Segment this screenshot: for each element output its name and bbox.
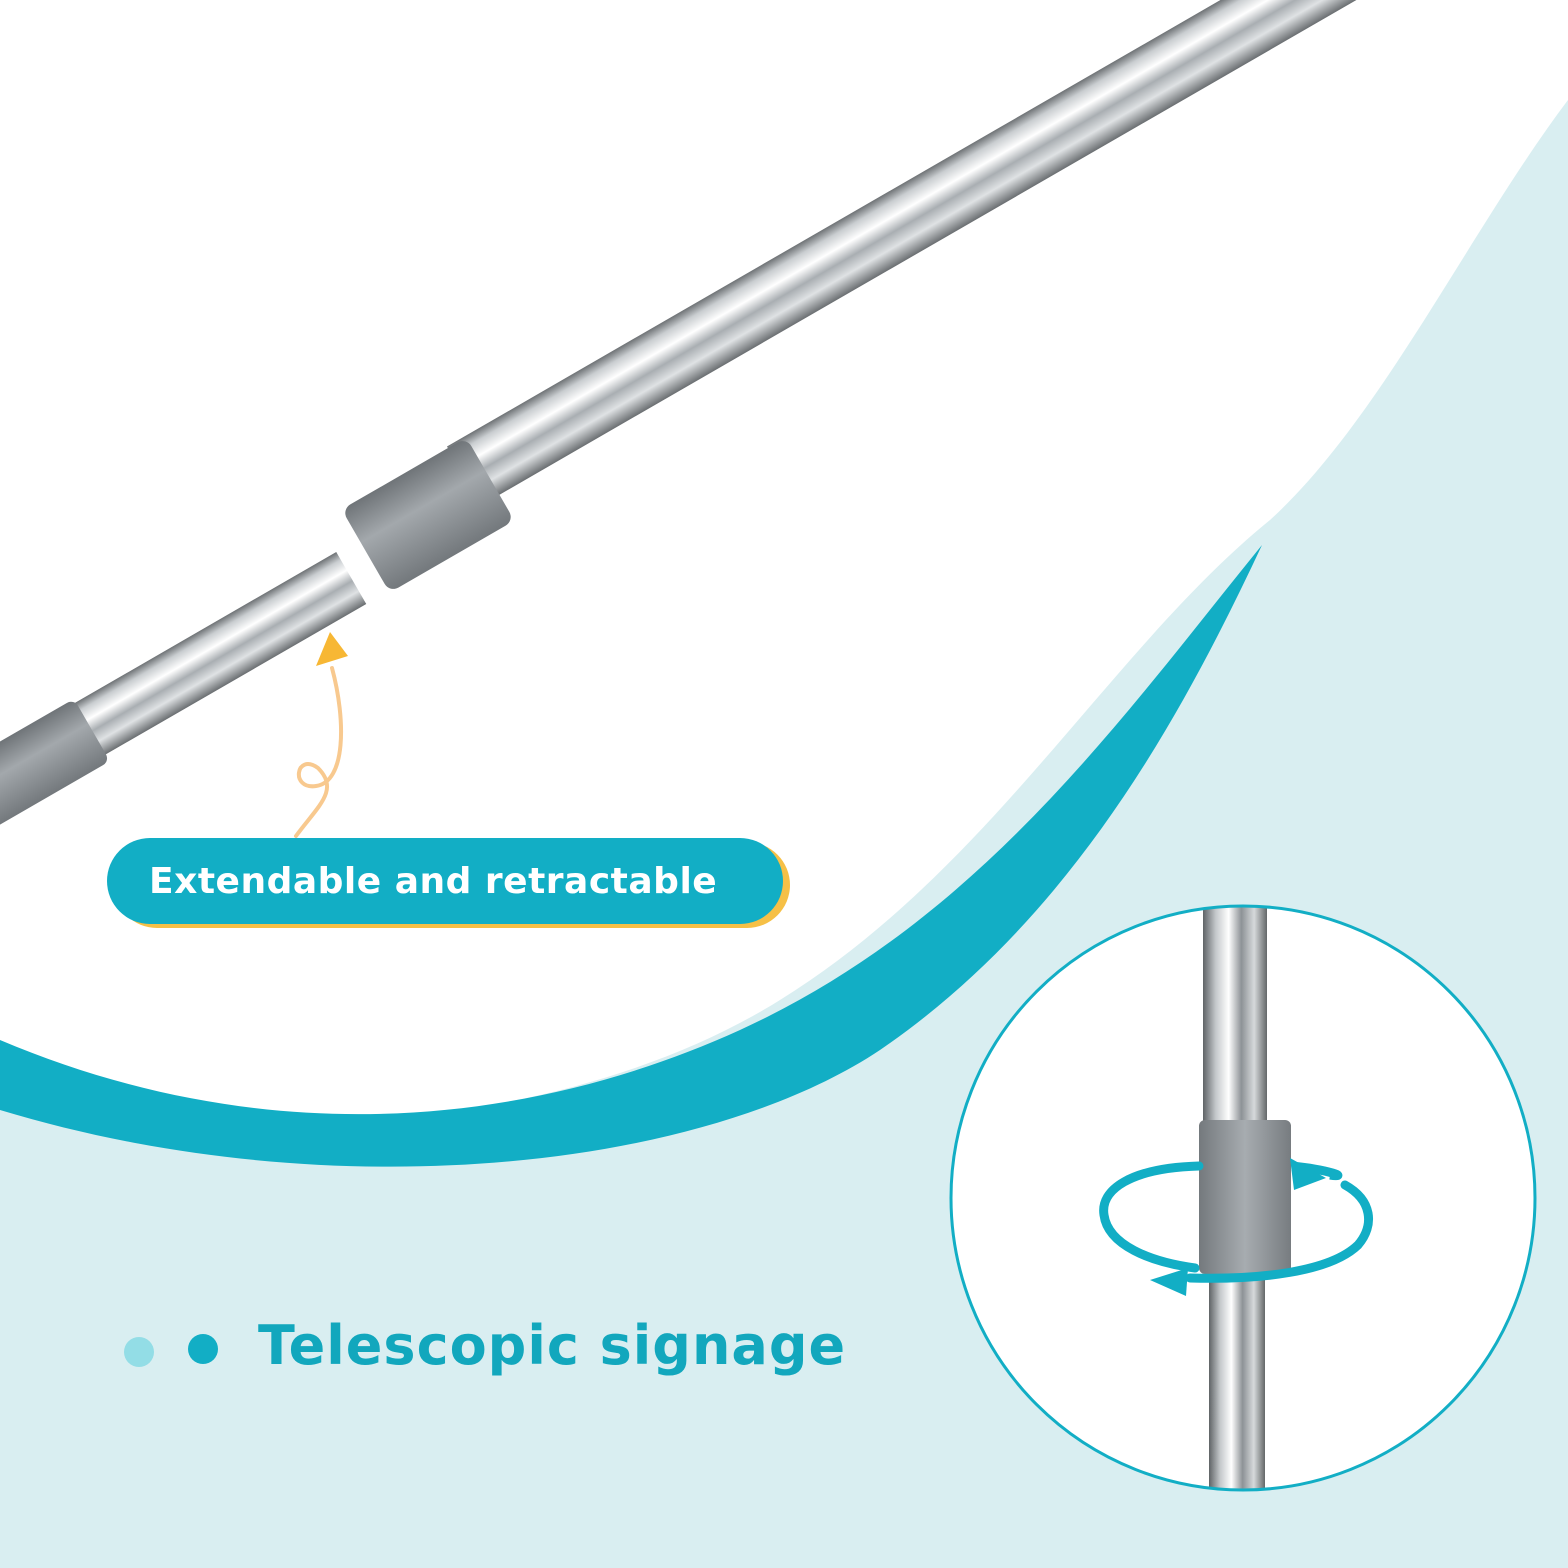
grip-handle: [0, 701, 108, 854]
rotation-collar: [1199, 1120, 1291, 1274]
feature-label-pill: Extendable and retractable: [107, 838, 783, 924]
rotate-arrows-icon: [1099, 1158, 1374, 1296]
detail-zoom-circle: [949, 904, 1537, 1492]
headline-text: Telescopic signage: [258, 1314, 847, 1377]
curved-up-arrow-icon: [294, 632, 348, 838]
dot-icon: [124, 1337, 154, 1367]
teal-ribbon: [0, 545, 1262, 1167]
locking-collar: [345, 441, 511, 589]
feature-label-text: Extendable and retractable: [149, 860, 718, 902]
dot-icon: [188, 1334, 218, 1364]
telescopic-pole: [0, 0, 1568, 854]
